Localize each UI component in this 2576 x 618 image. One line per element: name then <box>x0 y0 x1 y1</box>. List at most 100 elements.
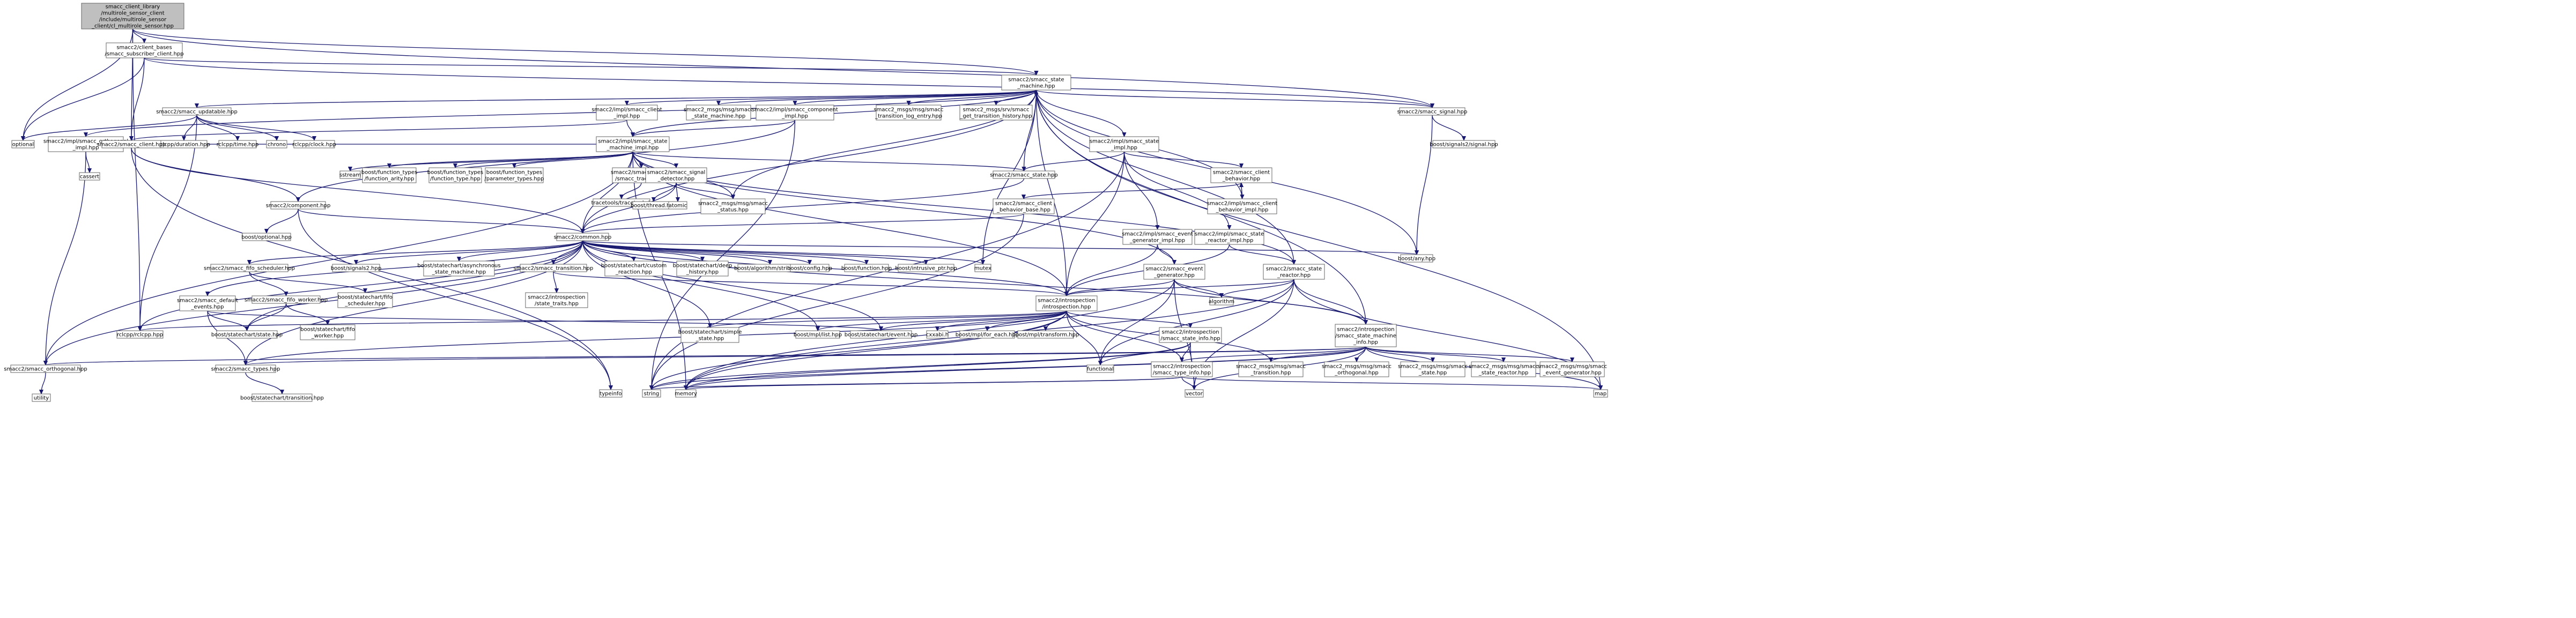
node-label-line: boost/thread.hpp <box>631 203 677 209</box>
node-srv-transition-history[interactable]: smacc2_msgs/srv/smacc_get_transition_his… <box>959 105 1033 121</box>
node-common[interactable]: smacc2/common.hpp <box>554 233 612 241</box>
node-introspection-state-info[interactable]: smacc2/introspection/smacc_state_info.hp… <box>1159 327 1222 343</box>
node-label-line: boost/statechart/transition.hpp <box>240 396 324 401</box>
dependency-edge <box>652 346 1366 390</box>
node-box <box>266 140 287 148</box>
dependency-edge <box>582 240 867 264</box>
node-box <box>79 172 100 181</box>
node-smacc-state[interactable]: smacc2/smacc_state.hpp <box>990 170 1058 179</box>
node-box <box>686 105 751 121</box>
node-boost-signals2-signal: boost/signals2/signal.hpp <box>1430 140 1498 148</box>
node-smacc-transition[interactable]: smacc2/smacc_transition.hpp <box>514 264 594 272</box>
node-impl-state-reactor-impl[interactable]: smacc2/impl/smacc_state_reactor_impl.hpp <box>1194 229 1264 245</box>
node-box <box>959 105 1033 121</box>
node-sc-state: boost/statechart/state.hpp <box>211 330 283 339</box>
dependency-edge <box>247 303 287 331</box>
node-box <box>1593 389 1608 398</box>
node-box <box>218 140 257 148</box>
node-label-line: _machine_impl.hpp <box>606 145 659 151</box>
node-label-line: _transition.hpp <box>1250 370 1291 376</box>
node-box <box>1143 264 1205 280</box>
node-impl-state-machine-impl[interactable]: smacc2/impl/smacc_state_machine_impl.hpp <box>596 136 670 152</box>
node-client-behavior-base[interactable]: smacc2/smacc_client_behavior_base.hpp <box>993 198 1055 214</box>
node-label-line: _impl.hpp <box>1111 145 1137 151</box>
node-label-line: atomic <box>669 203 687 209</box>
node-fifo-scheduler[interactable]: smacc2/smacc_fifo_scheduler.hpp <box>204 264 295 272</box>
dependency-edge <box>710 310 1067 327</box>
node-default-events[interactable]: smacc2/smacc_default_events.hpp <box>177 295 238 311</box>
node-label-line: _worker.hpp <box>311 333 344 339</box>
node-label-line: smacc2/smacc_client.hpp <box>97 142 166 148</box>
node-msgs-state-machine[interactable]: smacc2_msgs/msg/smacc_state_machine.hpp <box>684 105 753 121</box>
node-rclcpp-duration: rclcpp/duration.hpp <box>158 140 210 148</box>
node-label-line: mutex <box>974 266 991 272</box>
node-label-line: boost/statechart/fifo <box>338 295 393 301</box>
node-label-line: smacc2_msgs/msg/smacc <box>1537 364 1607 370</box>
dependency-edge <box>1293 279 1366 324</box>
dependency-edge <box>818 310 1067 331</box>
node-label-line: smacc2/smacc_state.hpp <box>990 173 1057 178</box>
node-label-line: boost/statechart/state.hpp <box>211 332 283 338</box>
node-algorithm: algorithm <box>1209 297 1234 306</box>
dependency-edge <box>1100 279 1175 365</box>
dependency-edge <box>1222 279 1294 297</box>
node-label-line: boost/mpl/for_each.hpp <box>956 332 1019 338</box>
node-label-line: smacc2/impl/smacc_client <box>591 107 662 113</box>
node-event-generator[interactable]: smacc2/smacc_event_generator.hpp <box>1143 264 1205 280</box>
dependency-edge <box>652 342 1191 390</box>
node-root[interactable]: smacc_client_library/multirole_sensor_cl… <box>81 3 184 29</box>
dependency-edge <box>553 271 1067 296</box>
node-rclcpp-time: rclcpp/time.hpp <box>217 140 258 148</box>
dependency-edge <box>1228 244 1294 264</box>
node-signal[interactable]: smacc2/smacc_signal.hpp <box>1397 107 1468 116</box>
node-box <box>1017 330 1074 339</box>
dependency-edge <box>627 90 1037 105</box>
node-label-line: optional <box>12 142 34 148</box>
node-impl-state-impl[interactable]: smacc2/impl/smacc_state_impl.hpp <box>1089 136 1159 152</box>
dependency-edge <box>1432 115 1464 140</box>
node-label-line: smacc_client_library <box>106 4 160 10</box>
node-label-line: smacc2/smacc_tracing <box>611 170 672 176</box>
node-fifo-worker[interactable]: smacc2/smacc_fifo_worker.hpp <box>245 295 328 304</box>
node-label-line: _behavior_base.hpp <box>996 207 1050 213</box>
dependency-edge <box>582 240 927 264</box>
node-box <box>1159 327 1222 343</box>
node-impl-event-generator-impl[interactable]: smacc2/impl/smacc_event_generator_impl.h… <box>1122 229 1193 245</box>
node-label-line: string <box>644 391 660 397</box>
node-cxxabi: cxxabi.h <box>926 330 949 339</box>
node-box <box>1035 295 1098 311</box>
dependency-edge <box>583 178 1025 233</box>
dependency-edge <box>245 372 282 394</box>
node-smacc-orthogonal[interactable]: smacc2/smacc_orthogonal.hpp <box>4 364 87 373</box>
node-label-line: /smacc_state_machine <box>1335 333 1396 339</box>
node-introspection-sm-info[interactable]: smacc2/introspection/smacc_state_machine… <box>1335 324 1397 347</box>
node-impl-client-impl[interactable]: smacc2/impl/smacc_client_impl.hpp <box>591 105 662 121</box>
node-component[interactable]: smacc2/component.hpp <box>266 201 331 210</box>
node-client-bases[interactable]: smacc2/client_bases/smacc_subscriber_cli… <box>105 42 184 58</box>
node-box <box>642 389 661 398</box>
node-msgs-event-generator: smacc2_msgs/msg/smacc_event_generator.hp… <box>1537 361 1607 377</box>
node-signal-detector[interactable]: smacc2/smacc_signal_detector.hpp <box>645 167 707 183</box>
node-impl-component-impl[interactable]: smacc2/impl/smacc_component_impl.hpp <box>752 105 838 121</box>
node-label-line: smacc2/smacc_fifo_scheduler.hpp <box>204 266 295 272</box>
node-introspection-type-info[interactable]: smacc2/introspection/smacc_type_info.hpp <box>1151 361 1213 377</box>
node-introspection[interactable]: smacc2/introspection/introspection.hpp <box>1035 295 1098 311</box>
node-label-line: rclcpp/rclcpp.hpp <box>117 332 163 338</box>
dependency-edge <box>298 209 611 390</box>
node-box <box>1207 198 1277 214</box>
node-state-machine[interactable]: smacc2/smacc_state_machine.hpp <box>1001 75 1071 91</box>
node-smacc-types[interactable]: smacc2/smacc_types.hpp <box>211 364 280 373</box>
dependency-edge <box>686 310 1067 390</box>
node-impl-client-behavior-impl[interactable]: smacc2/impl/smacc_client_behavior_impl.h… <box>1207 198 1277 214</box>
node-client-behavior[interactable]: smacc2/smacc_client_behavior.hpp <box>1210 167 1272 183</box>
node-smacc-client[interactable]: smacc2/smacc_client.hpp <box>97 140 166 148</box>
node-box <box>428 167 482 183</box>
node-label-line: smacc2/smacc_default <box>177 298 238 304</box>
node-introspection-state-traits[interactable]: smacc2/introspection/state_traits.hpp <box>525 292 588 308</box>
node-msgs-transition-log[interactable]: smacc2_msgs/msg/smacc_transition_log_ent… <box>874 105 944 121</box>
node-updatable[interactable]: smacc2/smacc_updatable.hpp <box>156 107 238 116</box>
node-box <box>1086 364 1114 373</box>
node-label-line: _event_generator.hpp <box>1542 370 1601 376</box>
node-state-reactor[interactable]: smacc2/smacc_state_reactor.hpp <box>1263 264 1325 280</box>
dependency-edge <box>249 271 286 296</box>
